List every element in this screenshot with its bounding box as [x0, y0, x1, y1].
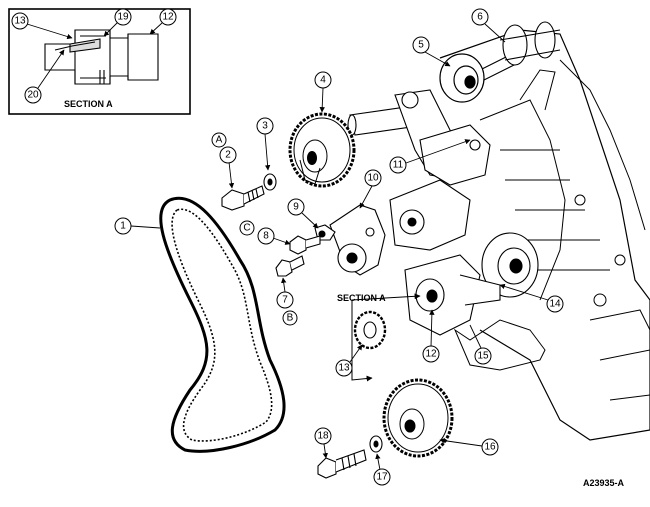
- callout-6-label: 6: [477, 12, 483, 23]
- callout-18: 18: [314, 427, 332, 459]
- bolt-8: [289, 235, 321, 255]
- callout-12-main-label: 12: [425, 349, 437, 360]
- cam-seal: [439, 53, 485, 103]
- letter-a-label: A: [216, 135, 223, 146]
- callout-16-label: 16: [484, 442, 496, 453]
- washer-3: [263, 173, 277, 191]
- letter-c: C: [239, 220, 255, 236]
- callout-16: 16: [439, 438, 499, 456]
- section-a-inset: 13 19 12 20 SECTION A: [8, 8, 191, 115]
- callout-8: 8: [257, 227, 291, 245]
- washer-17: [369, 435, 383, 453]
- inset-sprocket-detail: [44, 29, 159, 85]
- callout-2: 2: [219, 146, 237, 189]
- callout-12-main: 12: [422, 309, 440, 363]
- bolt-2: [221, 185, 265, 211]
- callout-2-label: 2: [225, 150, 231, 161]
- callout-17: 17: [373, 453, 391, 486]
- callout-12-inset-label: 12: [162, 12, 174, 23]
- letter-b: B: [282, 310, 298, 326]
- callout-1: 1: [114, 217, 161, 235]
- callout-15-label: 15: [477, 351, 489, 362]
- section-a-cutline: SECTION A: [337, 293, 421, 382]
- callout-18-label: 18: [317, 431, 329, 442]
- callout-20-label: 20: [27, 90, 39, 101]
- callout-7-label: 7: [282, 295, 288, 306]
- lower-cam-sprocket: [382, 378, 454, 458]
- crank-gear: [353, 310, 387, 350]
- callout-4-label: 4: [320, 75, 326, 86]
- camshaft: [468, 21, 561, 83]
- belt-tensioner: [329, 204, 386, 276]
- letter-b-label: B: [287, 313, 294, 324]
- callout-13-main: 13: [335, 344, 363, 377]
- callout-11-label: 11: [393, 160, 404, 171]
- callout-3: 3: [256, 117, 274, 171]
- engine-block: [439, 29, 650, 441]
- callout-13-inset-label: 13: [14, 16, 26, 27]
- callout-19-label: 19: [117, 12, 129, 23]
- callout-1-label: 1: [120, 221, 126, 232]
- callout-14-label: 14: [549, 299, 561, 310]
- callout-14: 14: [499, 283, 564, 313]
- crank-pulley: [481, 232, 539, 298]
- pump-housing: [389, 124, 491, 251]
- letter-a: A: [211, 132, 227, 148]
- lower-sprocket-assembly: [404, 254, 501, 336]
- callout-9-label: 9: [293, 202, 299, 213]
- callout-3-label: 3: [262, 121, 268, 132]
- callout-10: 10: [359, 169, 382, 209]
- callout-5-label: 5: [418, 40, 424, 51]
- section-a-label: SECTION A: [337, 293, 386, 303]
- callout-15: 15: [469, 324, 492, 365]
- letter-c-label: C: [243, 223, 250, 234]
- upper-cam-sprocket: [288, 112, 356, 188]
- callout-13-main-label: 13: [338, 363, 350, 374]
- timing-belt: [159, 196, 286, 453]
- callout-6: 6: [471, 8, 506, 43]
- inset-heading: SECTION A: [64, 99, 113, 109]
- callout-9: 9: [287, 198, 319, 229]
- callout-13-inset: 13: [11, 12, 73, 40]
- figure-id: A23935-A: [583, 478, 625, 488]
- callout-20: 20: [24, 49, 65, 104]
- callout-19: 19: [103, 8, 132, 37]
- callout-11: 11: [389, 139, 471, 174]
- callout-7: 7: [276, 277, 294, 309]
- callout-10-label: 10: [367, 173, 379, 184]
- callout-5: 5: [412, 36, 451, 67]
- callout-8-label: 8: [263, 231, 269, 242]
- callout-17-label: 17: [376, 472, 388, 483]
- bolt-7: [275, 255, 305, 277]
- callout-12-inset: 12: [149, 8, 177, 35]
- callout-4: 4: [314, 71, 332, 113]
